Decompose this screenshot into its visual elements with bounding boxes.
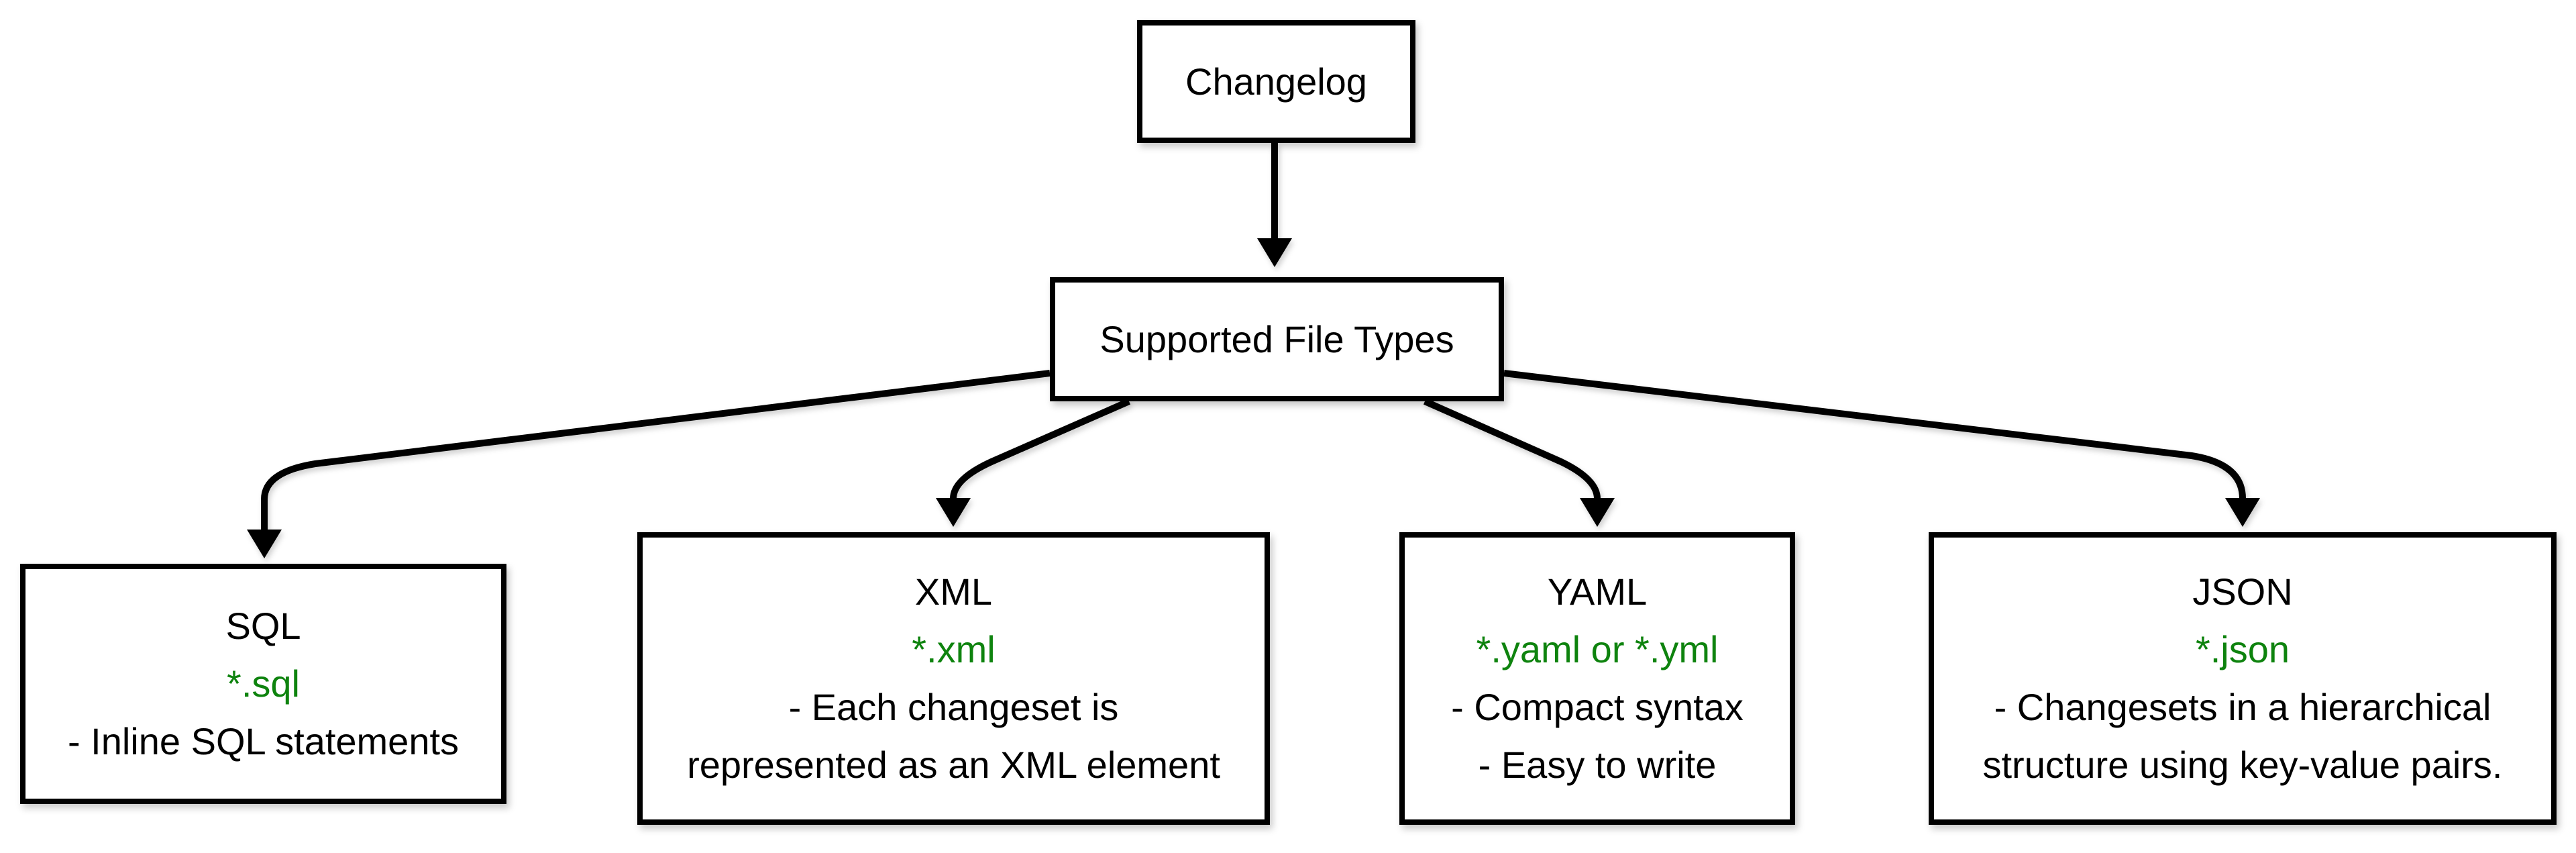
node-label: Changelog (1185, 60, 1367, 103)
arrowhead-json (2225, 498, 2260, 527)
node-extension: *.json (2195, 628, 2290, 670)
node-title: JSON (2192, 570, 2293, 613)
node-note-line: - Compact syntax (1451, 686, 1743, 728)
node-note-line: - Changesets in a hierarchical (1994, 686, 2491, 728)
node-note-line: - Each changeset is (788, 686, 1119, 728)
node-note-line: - Inline SQL statements (67, 720, 460, 762)
node-yaml: YAML *.yaml or *.yml - Compact syntax - … (1399, 532, 1795, 825)
node-supported-file-types: Supported File Types (1050, 277, 1504, 401)
node-label: Supported File Types (1099, 317, 1454, 360)
node-title: YAML (1547, 570, 1648, 613)
node-json: JSON *.json - Changesets in a hierarchic… (1929, 532, 2557, 825)
arrowhead-xml (936, 498, 971, 527)
node-extension: *.xml (912, 628, 996, 670)
node-extension: *.sql (227, 662, 300, 705)
node-note-line: structure using key-value pairs. (1982, 744, 2503, 786)
edge-supported-file-types-to-xml (950, 398, 1131, 499)
node-extension: *.yaml or *.yml (1476, 628, 1719, 670)
node-note-line: - Easy to write (1478, 744, 1717, 786)
edge-supported-file-types-to-sql (261, 370, 1051, 530)
arrowhead-supported-file-types (1257, 238, 1292, 267)
node-xml: XML *.xml - Each changeset is represente… (637, 532, 1270, 825)
edge-supported-file-types-to-yaml (1423, 398, 1601, 499)
arrowhead-yaml (1580, 498, 1615, 527)
edge-supported-file-types-to-json (1503, 370, 2246, 499)
node-note-line: represented as an XML element (687, 744, 1220, 786)
node-sql: SQL *.sql - Inline SQL statements (20, 564, 506, 804)
node-title: XML (914, 570, 993, 613)
arrowhead-sql (247, 530, 282, 558)
node-changelog: Changelog (1137, 20, 1415, 143)
node-title: SQL (225, 605, 301, 647)
